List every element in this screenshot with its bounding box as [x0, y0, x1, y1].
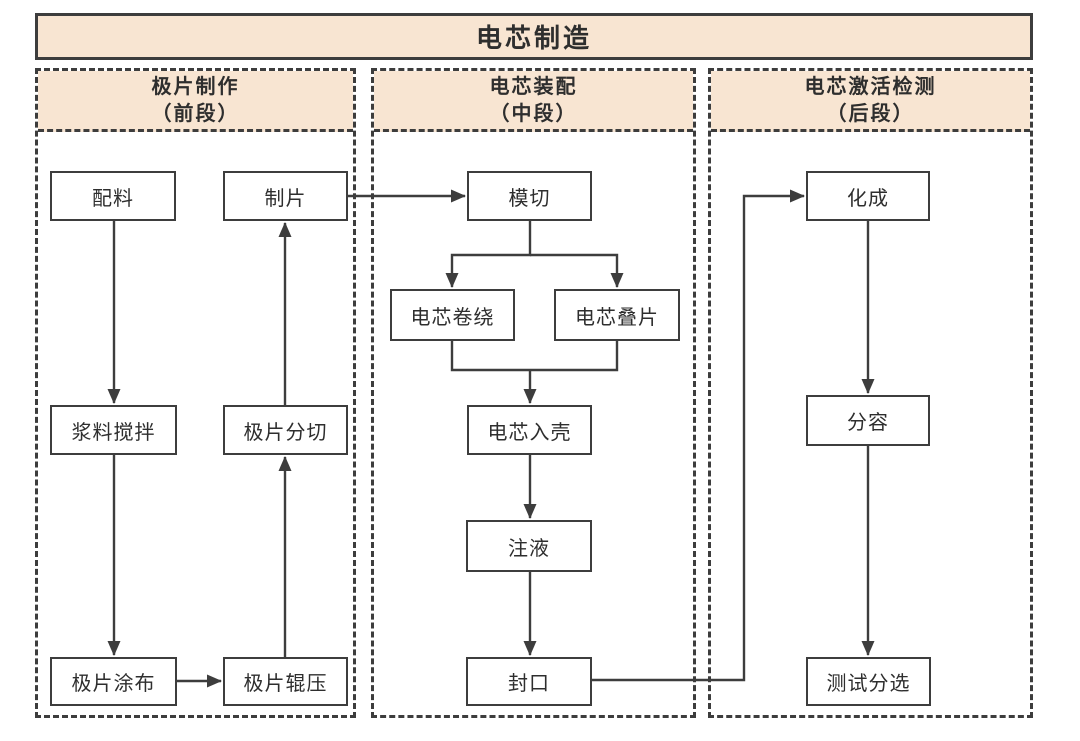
- section-middle-name: 电芯装配: [489, 74, 578, 98]
- flow-node-die-cutting: 模切: [467, 171, 592, 221]
- flow-node-capacity-grading: 分容: [806, 395, 930, 446]
- diagram-title-text: 电芯制造: [475, 24, 592, 54]
- section-rear: 电芯激活检测 （后段）: [708, 68, 1033, 718]
- section-rear-name: 电芯激活检测: [804, 74, 937, 98]
- section-front-stage: （前段）: [151, 101, 240, 125]
- section-front-header: 极片制作 （前段）: [38, 71, 353, 132]
- section-front: 极片制作 （前段）: [35, 68, 356, 718]
- flow-node-cell-winding: 电芯卷绕: [390, 289, 515, 341]
- section-middle-header: 电芯装配 （中段）: [374, 71, 693, 132]
- flow-node-electrode-calendering: 极片辊压: [223, 657, 348, 706]
- flow-node-formation: 化成: [806, 171, 930, 221]
- section-rear-header: 电芯激活检测 （后段）: [711, 71, 1030, 132]
- flow-node-electrode-slitting: 极片分切: [223, 405, 348, 455]
- flow-node-electrode-coating: 极片涂布: [50, 657, 177, 706]
- flow-node-electrolyte-filling: 注液: [466, 520, 592, 572]
- flow-node-slurry-mixing: 浆料搅拌: [50, 405, 177, 455]
- section-rear-stage: （后段）: [826, 101, 915, 125]
- flow-node-cell-stacking: 电芯叠片: [554, 289, 680, 341]
- flow-node-cell-casing: 电芯入壳: [467, 405, 592, 455]
- section-middle-stage: （中段）: [489, 101, 578, 125]
- flow-node-testing-sorting: 测试分选: [806, 657, 931, 706]
- section-front-name: 极片制作: [151, 74, 240, 98]
- section-middle: 电芯装配 （中段）: [371, 68, 696, 718]
- flow-node-batching: 配料: [50, 171, 176, 221]
- flow-node-sealing: 封口: [466, 657, 592, 706]
- flow-node-sheet-making: 制片: [223, 171, 348, 221]
- diagram-title: 电芯制造: [35, 13, 1033, 60]
